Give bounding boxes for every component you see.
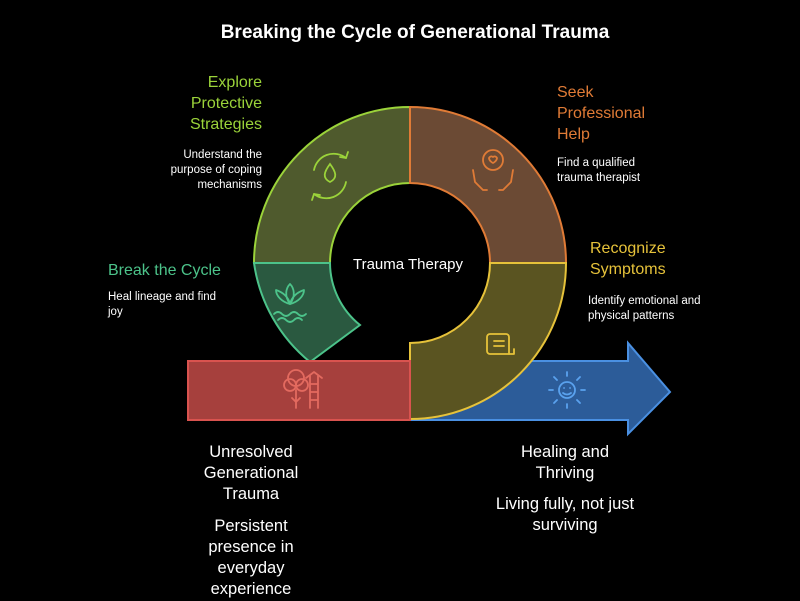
start-title: Unresolved Generational Trauma xyxy=(203,443,299,503)
stage-title-recognize: Recognize Symptoms xyxy=(590,240,666,278)
stage-desc-break-cycle: Heal lineage and find joy xyxy=(108,291,217,318)
sun-icon xyxy=(548,371,586,409)
tree-ladder-icon xyxy=(283,369,323,409)
ring-segment-recognize xyxy=(409,262,568,421)
end-desc: Living fully, not just surviving xyxy=(495,495,635,534)
end-title: Healing and Thriving xyxy=(520,443,610,482)
ring-segment-break-cycle xyxy=(252,262,362,364)
document-icon xyxy=(486,333,515,355)
ring-segment-seek-help xyxy=(409,105,568,264)
stage-title-explore: Explore Protective Strategies xyxy=(189,74,262,133)
start-desc: Persistent presence in everyday experien… xyxy=(208,517,294,598)
stage-title-seek-help: Seek Professional Help xyxy=(557,84,646,143)
center-label: Trauma Therapy xyxy=(352,256,464,273)
caring-hands-heart-icon xyxy=(472,149,514,191)
diagram-title: Breaking the Cycle of Generational Traum… xyxy=(220,22,610,43)
stage-desc-recognize: Identify emotional and physical patterns xyxy=(588,295,701,322)
lotus-icon xyxy=(273,283,307,323)
stage-title-break-cycle: Break the Cycle xyxy=(108,262,221,279)
stage-desc-explore: Understand the purpose of coping mechani… xyxy=(170,149,262,191)
ring-segment-explore xyxy=(252,105,411,264)
stage-desc-seek-help: Find a qualified trauma therapist xyxy=(557,157,641,184)
water-cycle-icon xyxy=(311,151,349,201)
